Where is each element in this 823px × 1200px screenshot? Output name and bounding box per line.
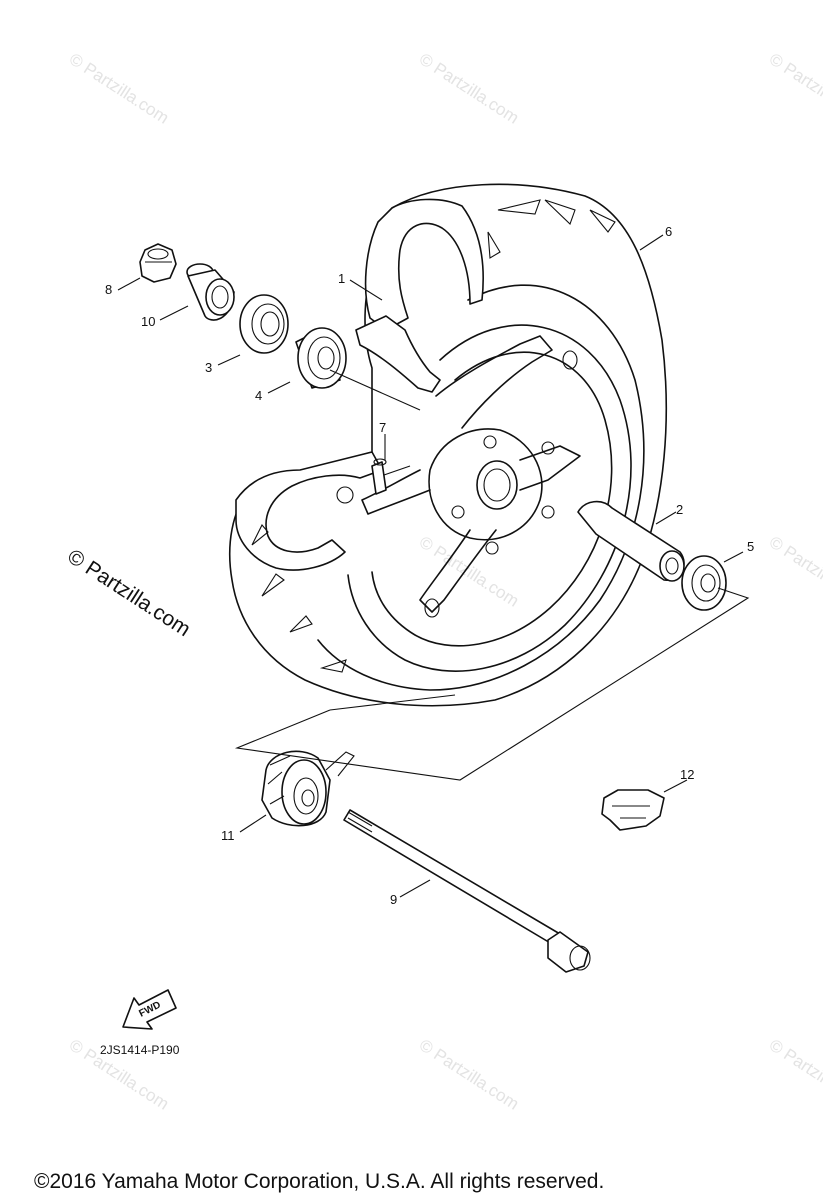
part-4-bearing: [295, 327, 347, 389]
callout-2: 2: [676, 502, 683, 517]
wheel-assembly: [229, 183, 668, 707]
tread-mark: [261, 573, 285, 597]
callout-labels: 1 2 3 4 5 6 7 8 9 10 11 12: [105, 224, 754, 907]
rim-inner: [371, 351, 613, 647]
bolt-hole: [451, 505, 465, 519]
diagram-code: 2JS1414-P190: [100, 1043, 180, 1057]
part-8-nut: [139, 243, 177, 283]
tread-mark: [319, 659, 347, 673]
spoke-left: [361, 469, 431, 515]
tread-mark: [589, 209, 616, 233]
tire-cutaway-bottom: [235, 451, 383, 571]
bolt-hole: [336, 486, 354, 504]
rim-outer: [347, 324, 632, 672]
watermark-text: © Partzilla.com: [66, 49, 172, 127]
callout-4: 4: [255, 388, 262, 403]
spoke-lower: [419, 529, 497, 613]
part-9-axle: [343, 809, 591, 973]
watermark-text: © Partzilla.com: [766, 532, 823, 610]
watermark-large: © Partzilla.com: [63, 545, 194, 641]
tread-mark: [251, 524, 269, 546]
tread-mark: [544, 199, 576, 225]
callout-9: 9: [390, 892, 397, 907]
assembly-boundary: [234, 587, 750, 781]
watermark-text: © Partzilla.com: [766, 1035, 823, 1113]
callout-10: 10: [141, 314, 155, 329]
spoke-tube-end: [562, 350, 578, 370]
tire-sidewall: [317, 284, 645, 691]
callout-8: 8: [105, 282, 112, 297]
tire-outline: [229, 183, 668, 707]
callout-5: 5: [747, 539, 754, 554]
part-12-clip: [601, 789, 665, 831]
tread-mark: [497, 199, 541, 215]
bolt-hole: [541, 441, 555, 455]
callout-1: 1: [338, 271, 345, 286]
hub-bore: [476, 460, 518, 510]
callout-7: 7: [379, 420, 386, 435]
tread-mark: [289, 615, 313, 633]
fwd-arrow-icon: FWD: [122, 989, 177, 1030]
callout-11: 11: [221, 828, 235, 843]
callout-6: 6: [665, 224, 672, 239]
spoke-upper: [435, 335, 553, 429]
part-11-gear-unit: [261, 750, 355, 827]
callout-12: 12: [680, 767, 694, 782]
hub-body: [428, 428, 543, 541]
rim-cutaway-top: [355, 315, 441, 393]
part-7-valve: [371, 458, 411, 495]
bolt-hole: [485, 541, 499, 555]
tire-cutaway-top: [364, 198, 484, 331]
bolt-hole: [541, 505, 555, 519]
copyright-footer: ©2016 Yamaha Motor Corporation, U.S.A. A…: [34, 1170, 604, 1193]
leader-lines: [117, 234, 744, 898]
tread-mark: [487, 231, 501, 259]
callout-3: 3: [205, 360, 212, 375]
bolt-hole: [483, 435, 497, 449]
watermark-text: © Partzilla.com: [766, 49, 823, 127]
part-3-oil-seal: [239, 294, 289, 354]
part-2-spacer: [577, 500, 685, 582]
watermark-text: © Partzilla.com: [416, 1035, 522, 1113]
hub-bore-inner: [483, 468, 511, 502]
watermark-text: © Partzilla.com: [416, 49, 522, 127]
part-10-collar: [186, 263, 235, 321]
spoke-right: [519, 445, 581, 491]
spoke-tube-end: [424, 598, 440, 618]
assembly-boundary: [329, 694, 456, 711]
part-5-bearing: [681, 555, 727, 611]
